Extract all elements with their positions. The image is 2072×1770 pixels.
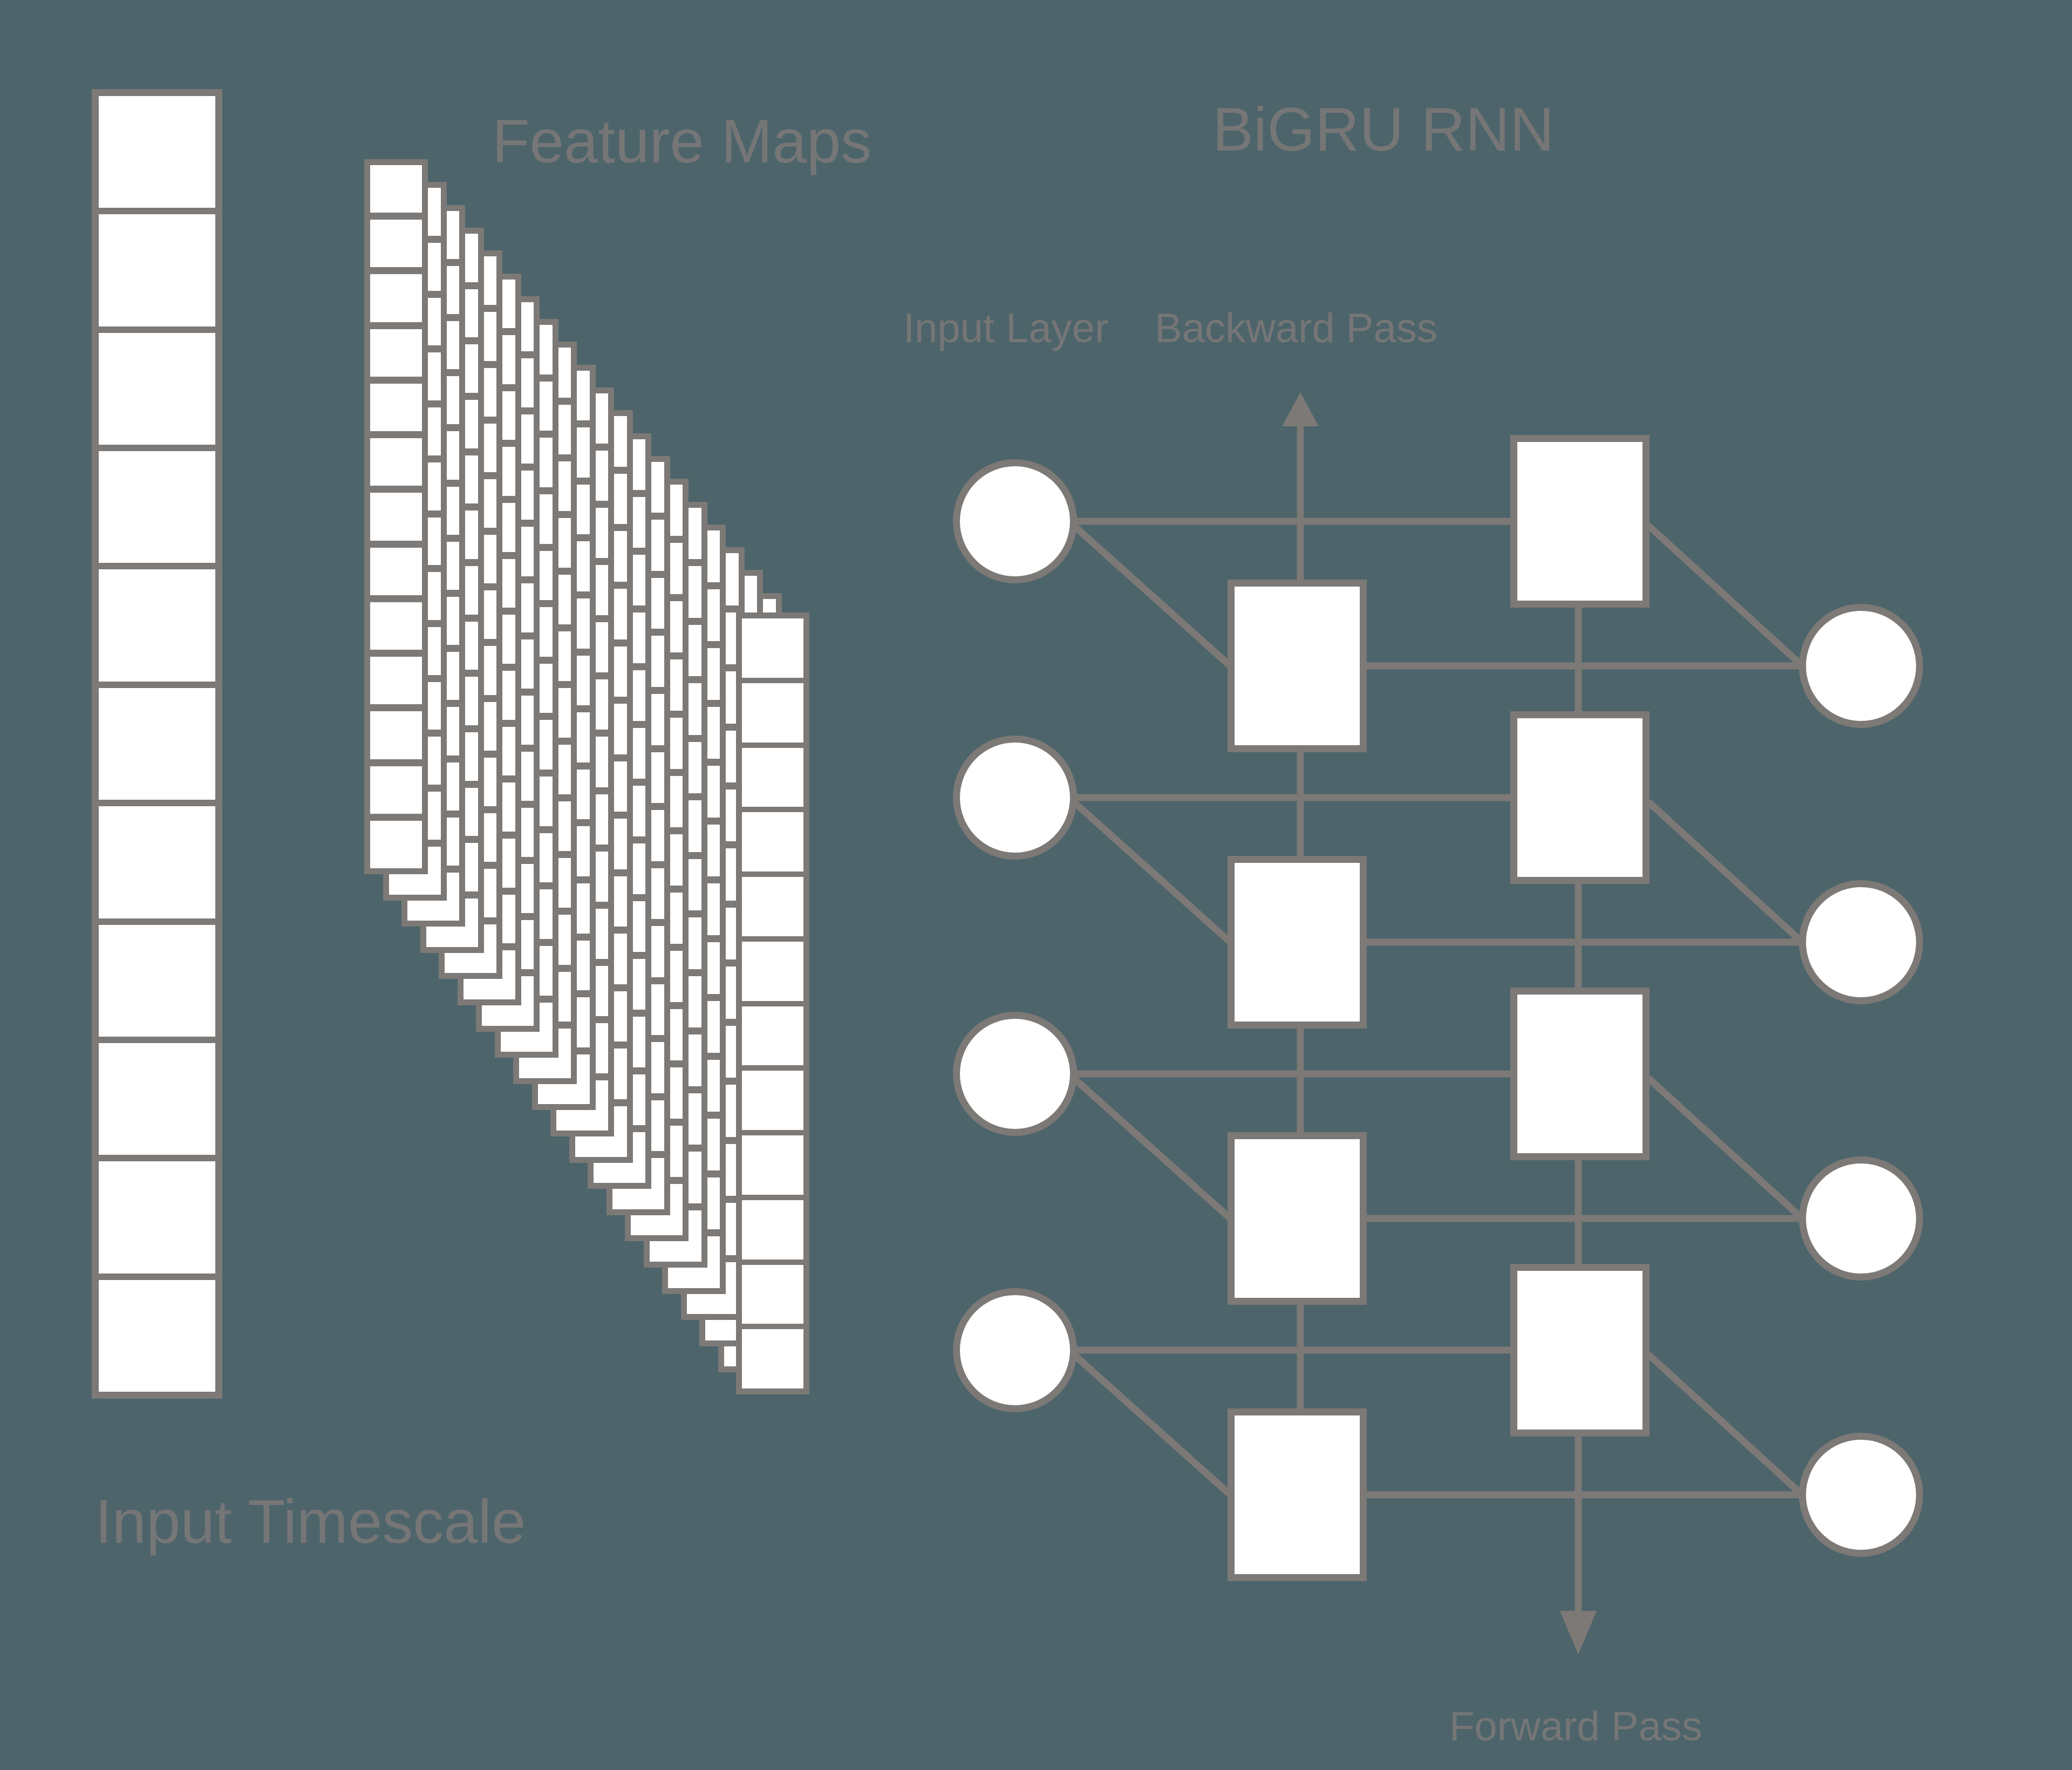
backward-pass-label: Backward Pass (1155, 305, 1437, 351)
feature-map-cell (742, 618, 803, 678)
feature-map-cell (742, 683, 803, 743)
timescale-cell (99, 1279, 215, 1392)
gru-cell-forward (1510, 1264, 1650, 1437)
gru-cell-backward (1228, 1132, 1367, 1305)
feature-map-cell (370, 383, 422, 432)
timescale-cell (99, 1043, 215, 1155)
feature-map-cell (370, 165, 422, 213)
backward-pass-arrowhead-icon (1282, 392, 1319, 426)
feature-map-cell (370, 820, 422, 869)
timescale-cell (99, 332, 215, 445)
forward-to-output-diagonal (1646, 1075, 1805, 1221)
gru-cell-backward (1228, 1408, 1367, 1581)
feature-map-cell (742, 1264, 803, 1324)
timescale-cell (99, 687, 215, 800)
output-neuron-circle (1799, 880, 1923, 1004)
feature-map-cell (370, 220, 422, 268)
feature-map-cell (742, 1071, 803, 1130)
forward-to-output-diagonal (1646, 523, 1805, 669)
gru-cell-backward (1228, 580, 1367, 752)
timescale-cell (99, 806, 215, 918)
forward-to-output-diagonal (1646, 1352, 1805, 1497)
feature-map-cell (370, 274, 422, 322)
input-neuron-circle (953, 1288, 1077, 1412)
timescale-cell (99, 569, 215, 682)
feature-map-cell (370, 602, 422, 650)
feature-map-cell (742, 747, 803, 807)
gru-cell-forward (1510, 435, 1650, 608)
feature-map-cell (742, 877, 803, 936)
input-to-backward-diagonal (1071, 799, 1233, 945)
feature-map-cell (742, 1135, 803, 1195)
feature-map-cell (370, 438, 422, 486)
output-neuron-circle (1799, 1433, 1923, 1557)
input-to-backward-diagonal (1071, 523, 1233, 669)
feature-maps-title: Feature Maps (492, 107, 872, 176)
forward-pass-arrowhead-icon (1560, 1611, 1597, 1655)
output-neuron-circle (1799, 604, 1923, 728)
output-neuron-circle (1799, 1156, 1923, 1281)
feature-map-strip (364, 159, 428, 874)
feature-map-cell (370, 766, 422, 814)
feature-map-cell (370, 547, 422, 595)
input-to-backward-diagonal (1071, 1352, 1233, 1497)
timescale-cell (99, 214, 215, 326)
timescale-cell (99, 1161, 215, 1274)
feature-map-cell (742, 1200, 803, 1260)
input-neuron-circle (953, 459, 1077, 583)
bigru-rnn-title: BiGRU RNN (1212, 96, 1555, 164)
feature-map-cell (742, 812, 803, 872)
input-to-backward-diagonal (1071, 1075, 1233, 1221)
feature-map-cell (742, 1006, 803, 1066)
input-timescale-column (92, 89, 222, 1399)
timescale-cell (99, 924, 215, 1037)
timescale-cell (99, 96, 215, 208)
feature-map-front-strip (736, 612, 809, 1394)
gru-cell-forward (1510, 711, 1650, 884)
feature-map-cell (742, 1329, 803, 1388)
gru-cell-backward (1228, 856, 1367, 1029)
feature-map-cell (370, 329, 422, 377)
input-neuron-circle (953, 1012, 1077, 1136)
feature-map-cell (370, 493, 422, 541)
feature-map-cell (742, 941, 803, 1001)
forward-pass-label: Forward Pass (1449, 1704, 1702, 1749)
forward-to-output-diagonal (1646, 799, 1805, 945)
input-layer-label: Input Layer (903, 305, 1109, 351)
input-timescale-title: Input Timescale (95, 1488, 526, 1556)
input-neuron-circle (953, 736, 1077, 860)
feature-map-cell (370, 711, 422, 759)
timescale-cell (99, 451, 215, 563)
feature-map-cell (370, 657, 422, 705)
gru-cell-forward (1510, 988, 1650, 1160)
